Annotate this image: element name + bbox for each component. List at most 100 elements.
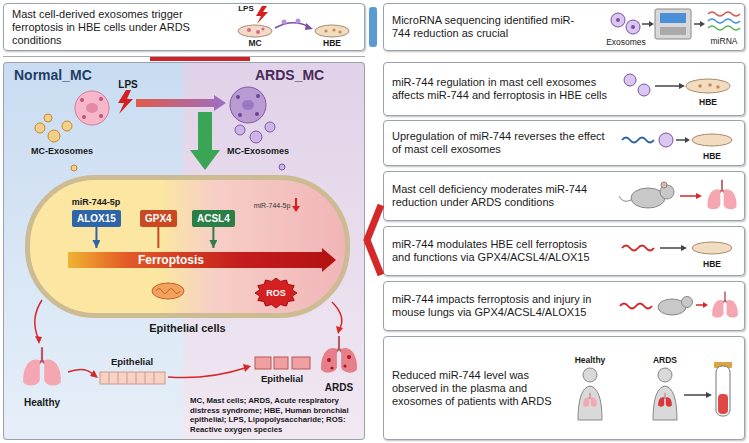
- lung-progression-illustration: [23, 300, 357, 385]
- experiment-illustration: [676, 139, 686, 141]
- sequencing-illustration: [660, 27, 686, 35]
- mast-cell-illustration: [190, 112, 220, 170]
- node-text: Epithelial cells: [30, 322, 345, 334]
- mast-cell-illustration: [255, 112, 259, 116]
- mast-cell-illustration: [71, 165, 77, 171]
- node-text: Normal_MC: [14, 67, 183, 83]
- label-text: miRNA: [711, 36, 738, 47]
- process-box: Upregulation of miR-744 reverses the eff…: [383, 120, 745, 166]
- lung-progression-illustration: [168, 368, 245, 378]
- mast-cell-illustration: [242, 100, 254, 110]
- experiment-illustration: [716, 366, 730, 416]
- lung-progression-illustration: [332, 302, 342, 328]
- node-text: Mast cell deficiency moderates miR-744 r…: [392, 183, 607, 209]
- node-text: GPX4: [145, 212, 172, 225]
- lung-progression-illustration: [35, 336, 42, 344]
- mast-cell-illustration: [118, 90, 133, 114]
- lung-progression-illustration: [321, 336, 357, 373]
- arrow-shape: [68, 248, 336, 272]
- experiment-illustration: [622, 246, 654, 251]
- experiment-illustration: [685, 137, 690, 143]
- experiment-illustration: [692, 134, 732, 146]
- label-text: Healthy: [575, 355, 606, 366]
- label-text: HBE: [699, 97, 717, 108]
- label-text: ARDS: [653, 355, 677, 366]
- mast-cell-illustration: [279, 164, 285, 170]
- experiment-illustration: [706, 392, 712, 398]
- node-text: Upregulation of miR-744 reverses the eff…: [392, 130, 607, 156]
- lung-progression-illustration: [145, 372, 146, 384]
- label-slot: MC: [248, 38, 261, 49]
- experiment-illustration: [696, 193, 702, 199]
- node-text: miR-744 modulates HBE cell ferroptosis a…: [392, 238, 607, 264]
- node-text: ACSL4: [197, 212, 230, 225]
- mast-cell-illustration: [238, 113, 242, 117]
- mast-cell-illustration: [136, 95, 226, 111]
- lung-progression-illustration: [90, 370, 98, 378]
- label-slot: Healthy: [575, 355, 606, 366]
- label-text: miR-744-5p: [72, 197, 121, 208]
- experiment-illustration: [583, 393, 597, 407]
- lung-progression-illustration: [330, 366, 333, 369]
- mast-cell-illustration: [80, 98, 84, 102]
- experiment-illustration: [703, 302, 708, 308]
- label-text: LPS: [238, 4, 254, 14]
- mast-cell-illustration: [75, 91, 109, 125]
- experiment-illustration: [698, 84, 702, 88]
- label-slot: HBE: [703, 151, 721, 162]
- burst-shape: ROS: [255, 278, 297, 308]
- lung-progression-illustration: [243, 364, 251, 372]
- mast-cell-illustration: [48, 130, 60, 142]
- label-slot: Epithelial: [111, 356, 153, 368]
- label-text: MC: [248, 38, 261, 49]
- sequencing-illustration: [660, 13, 686, 23]
- experiment-illustration: [718, 394, 728, 414]
- sequencing-illustration: [642, 23, 650, 25]
- experiment-illustration: [682, 297, 693, 308]
- experiment-illustration: [712, 292, 738, 318]
- label-text: HBE: [323, 38, 341, 49]
- sequencing-illustration: [708, 19, 740, 23]
- sequencing-illustration: [631, 25, 635, 29]
- label-slot: miR-744-5p: [254, 201, 291, 210]
- mast-cell-illustration: [256, 94, 260, 98]
- label-slot: HBE: [323, 38, 341, 49]
- top-culture-illustration: [332, 28, 335, 31]
- lung-progression-illustration: [23, 347, 61, 385]
- experiment-illustration: [661, 182, 667, 188]
- lung-progression-illustration: [154, 372, 155, 384]
- lung-progression-illustration: [343, 364, 346, 367]
- lung-progression-illustration: [68, 369, 93, 374]
- bracket: [3, 7, 381, 275]
- node-text: Reduced miR-744 level was observed in th…: [392, 369, 562, 408]
- mast-cell-illustration: [230, 87, 266, 123]
- experiment-illustration: [638, 84, 650, 96]
- experiment-illustration: [622, 138, 654, 143]
- cell-interior-illustration: [152, 283, 184, 299]
- experiment-illustration: [707, 180, 736, 210]
- label-text: MC-Exosomes: [227, 146, 289, 157]
- lung-progression-illustration: [100, 372, 165, 384]
- lung-progression-illustration: [274, 357, 288, 369]
- node-text: Ferroptosis: [138, 248, 336, 272]
- label-text: HBE: [703, 259, 721, 270]
- experiment-illustration: [659, 133, 673, 147]
- experiment-illustration: [679, 83, 685, 89]
- top-culture-illustration: [238, 25, 272, 37]
- sequencing-illustration: [694, 23, 701, 25]
- top-culture-illustration: [256, 30, 260, 34]
- label-text: MC-Exosomes: [31, 146, 93, 157]
- mast-cell-illustration: [235, 125, 245, 135]
- experiment-illustration: [660, 247, 682, 249]
- experiment-illustration: [655, 85, 680, 87]
- experiment-illustration: [692, 242, 732, 254]
- bracket: [3, 56, 365, 57]
- experiment-illustration: [583, 368, 597, 382]
- lung-progression-illustration: [255, 357, 271, 369]
- experiment-illustration: [680, 195, 697, 197]
- experiment-illustration: [696, 304, 704, 306]
- mast-cell-illustration: [265, 122, 275, 132]
- sequencing-illustration: [655, 9, 691, 39]
- mast-cell-illustration: [99, 114, 103, 118]
- top-culture-illustration: [238, 6, 349, 37]
